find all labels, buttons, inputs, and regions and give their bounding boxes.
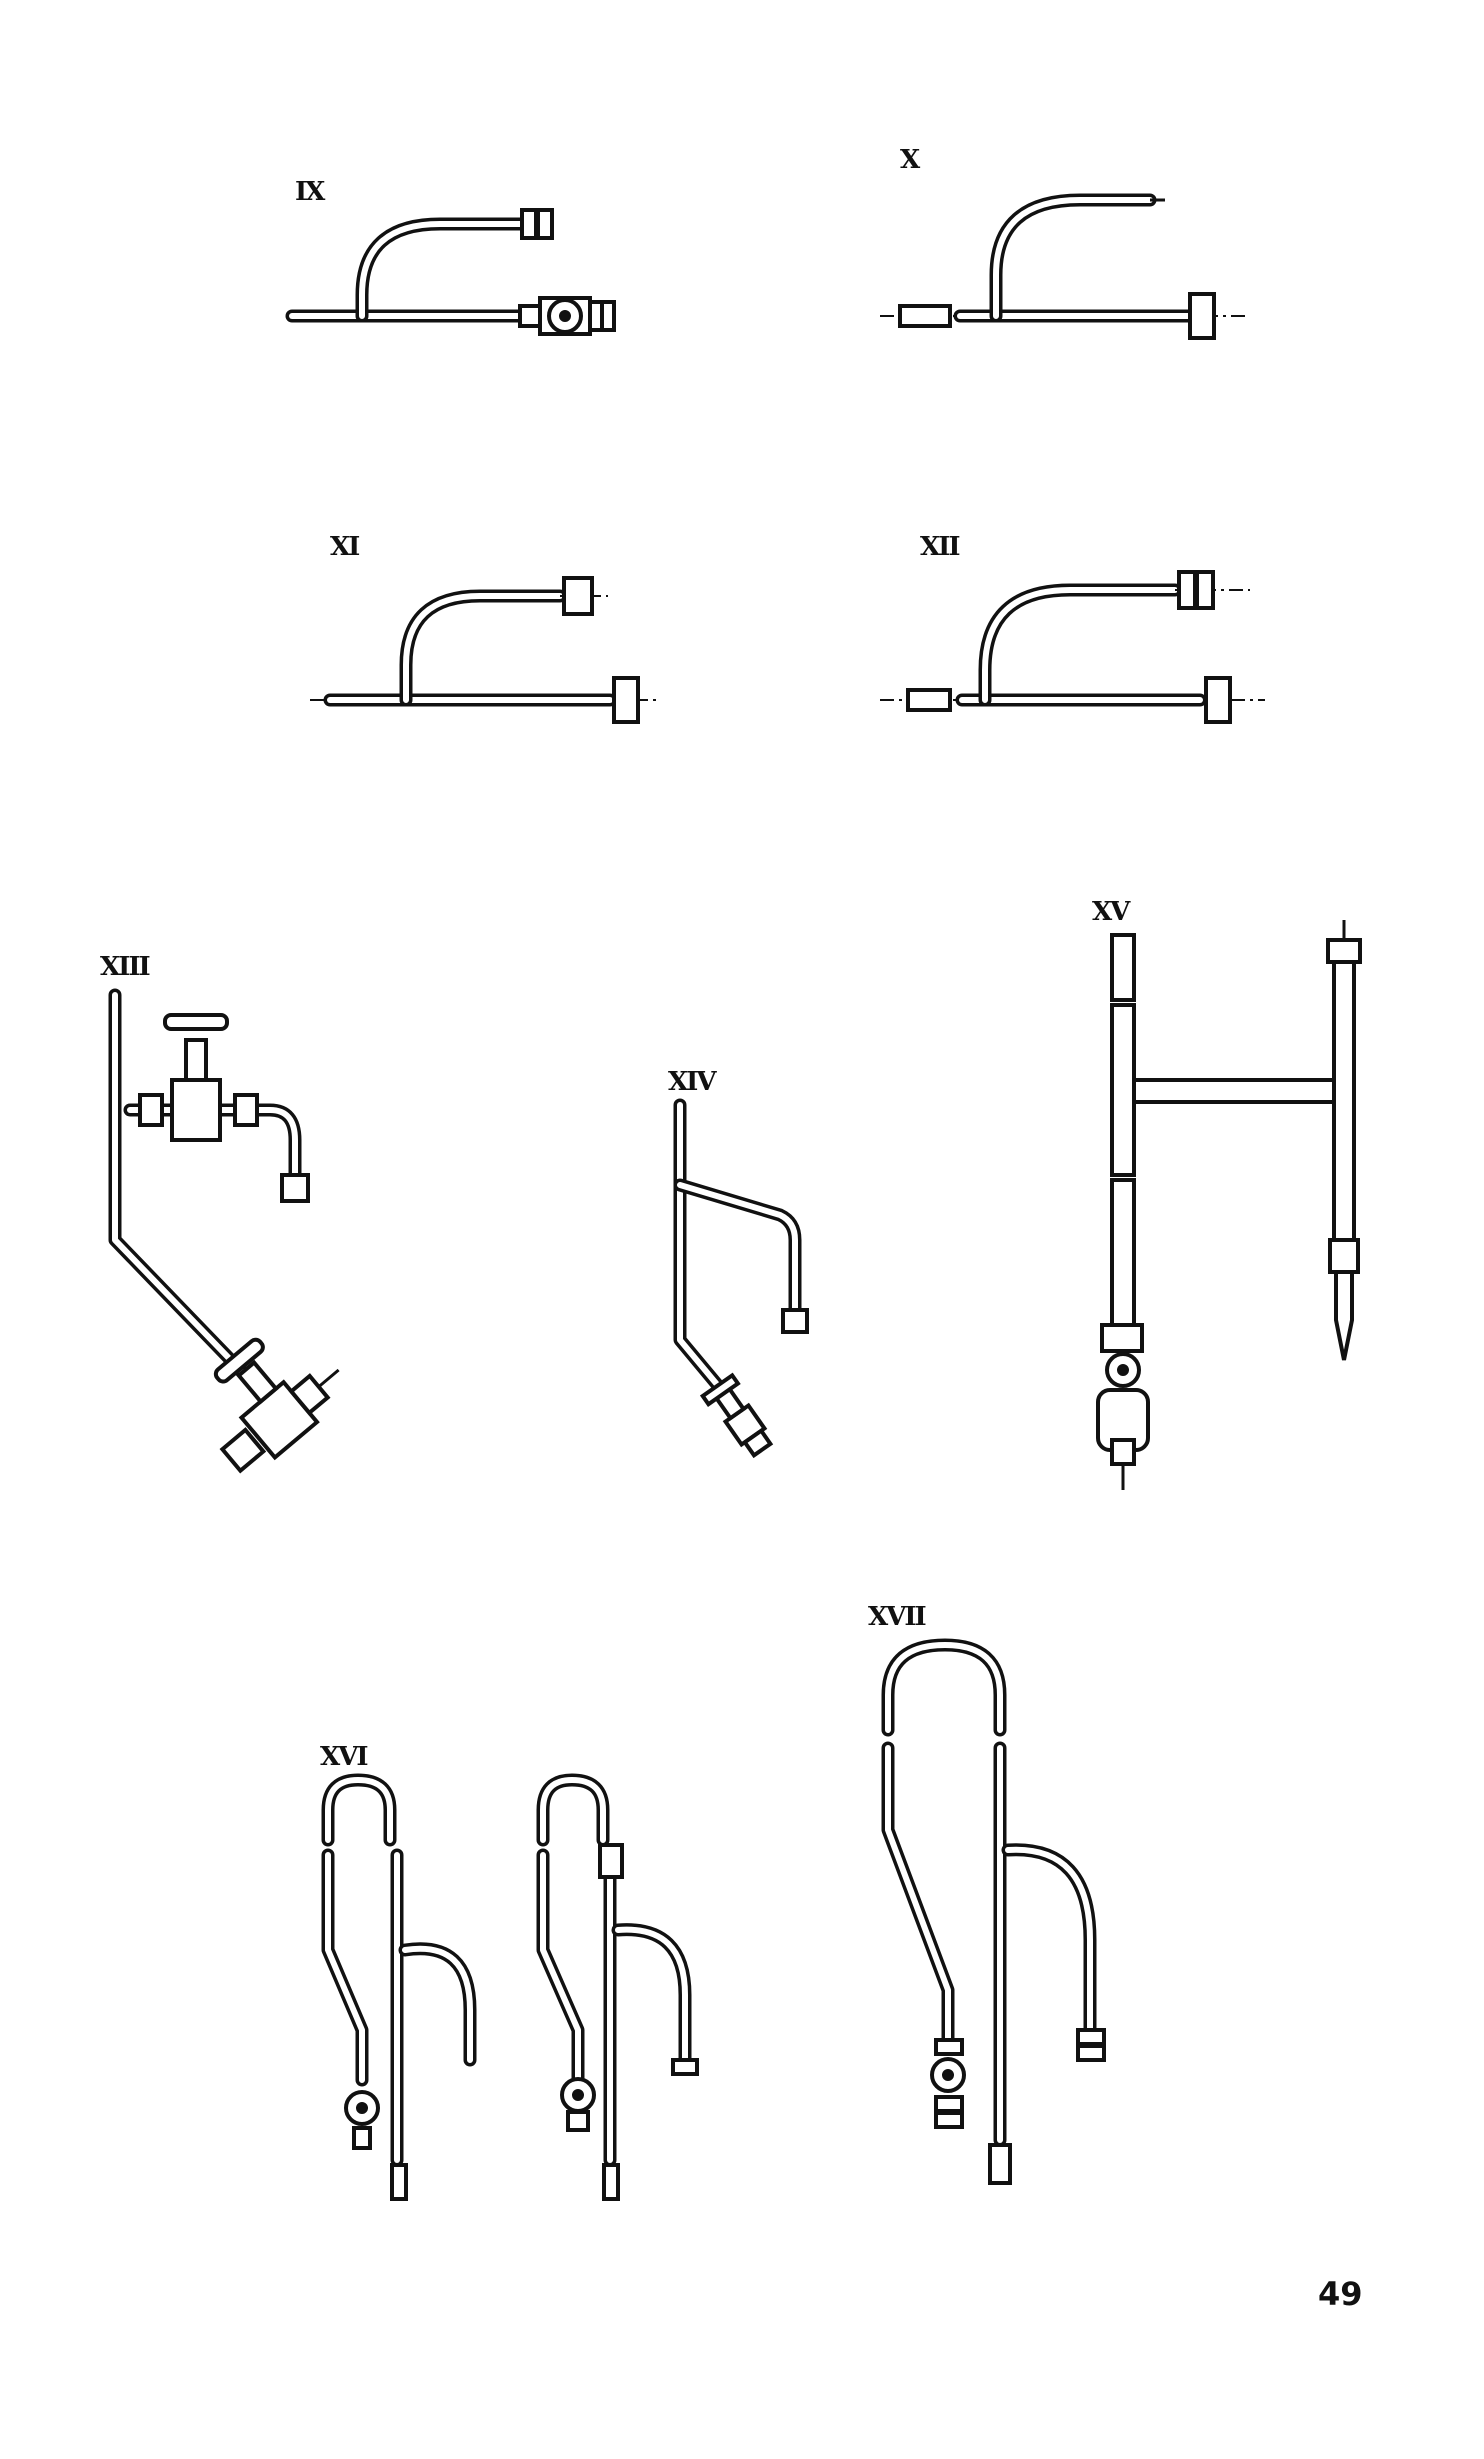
figure-ix: IX — [285, 177, 616, 336]
fitting-nut — [1204, 676, 1232, 724]
fitting-nut — [520, 208, 554, 240]
figure-xvi: XVI — [320, 1742, 699, 2201]
figure-xiii: XIII — [100, 952, 340, 1474]
figure-label-ix: IX — [295, 177, 326, 207]
figure-label-xv: XV — [1092, 897, 1131, 927]
figure-label-x: X — [900, 145, 921, 175]
figure-label-xi: XI — [330, 532, 359, 562]
page-number: 49 — [1318, 2275, 1363, 2313]
figure-label-xvi: XVI — [320, 1742, 367, 1772]
figure-label-xvii: XVII — [868, 1602, 926, 1632]
figure-xii: XII — [880, 532, 1265, 724]
figure-xi: XI — [310, 532, 660, 724]
figure-xv: XV — [1092, 897, 1362, 1490]
figure-x: X — [880, 145, 1250, 340]
small-valve — [699, 1372, 774, 1459]
figure-xvii: XVII — [868, 1602, 1106, 2185]
figure-label-xiv: XIV — [668, 1067, 717, 1097]
figure-label-xiii: XIII — [100, 952, 149, 982]
figure-xiv: XIV — [668, 1067, 809, 1459]
bottom-valve — [1096, 1323, 1150, 1490]
fitting-nut — [612, 676, 640, 724]
fitting-nut — [1177, 570, 1215, 610]
fitting-nut — [562, 576, 594, 616]
figure-label-xii: XII — [920, 532, 959, 562]
lower-valve — [213, 1337, 340, 1474]
upper-valve — [123, 1013, 310, 1203]
fitting-nut — [1188, 292, 1216, 340]
valve-body — [518, 296, 616, 336]
